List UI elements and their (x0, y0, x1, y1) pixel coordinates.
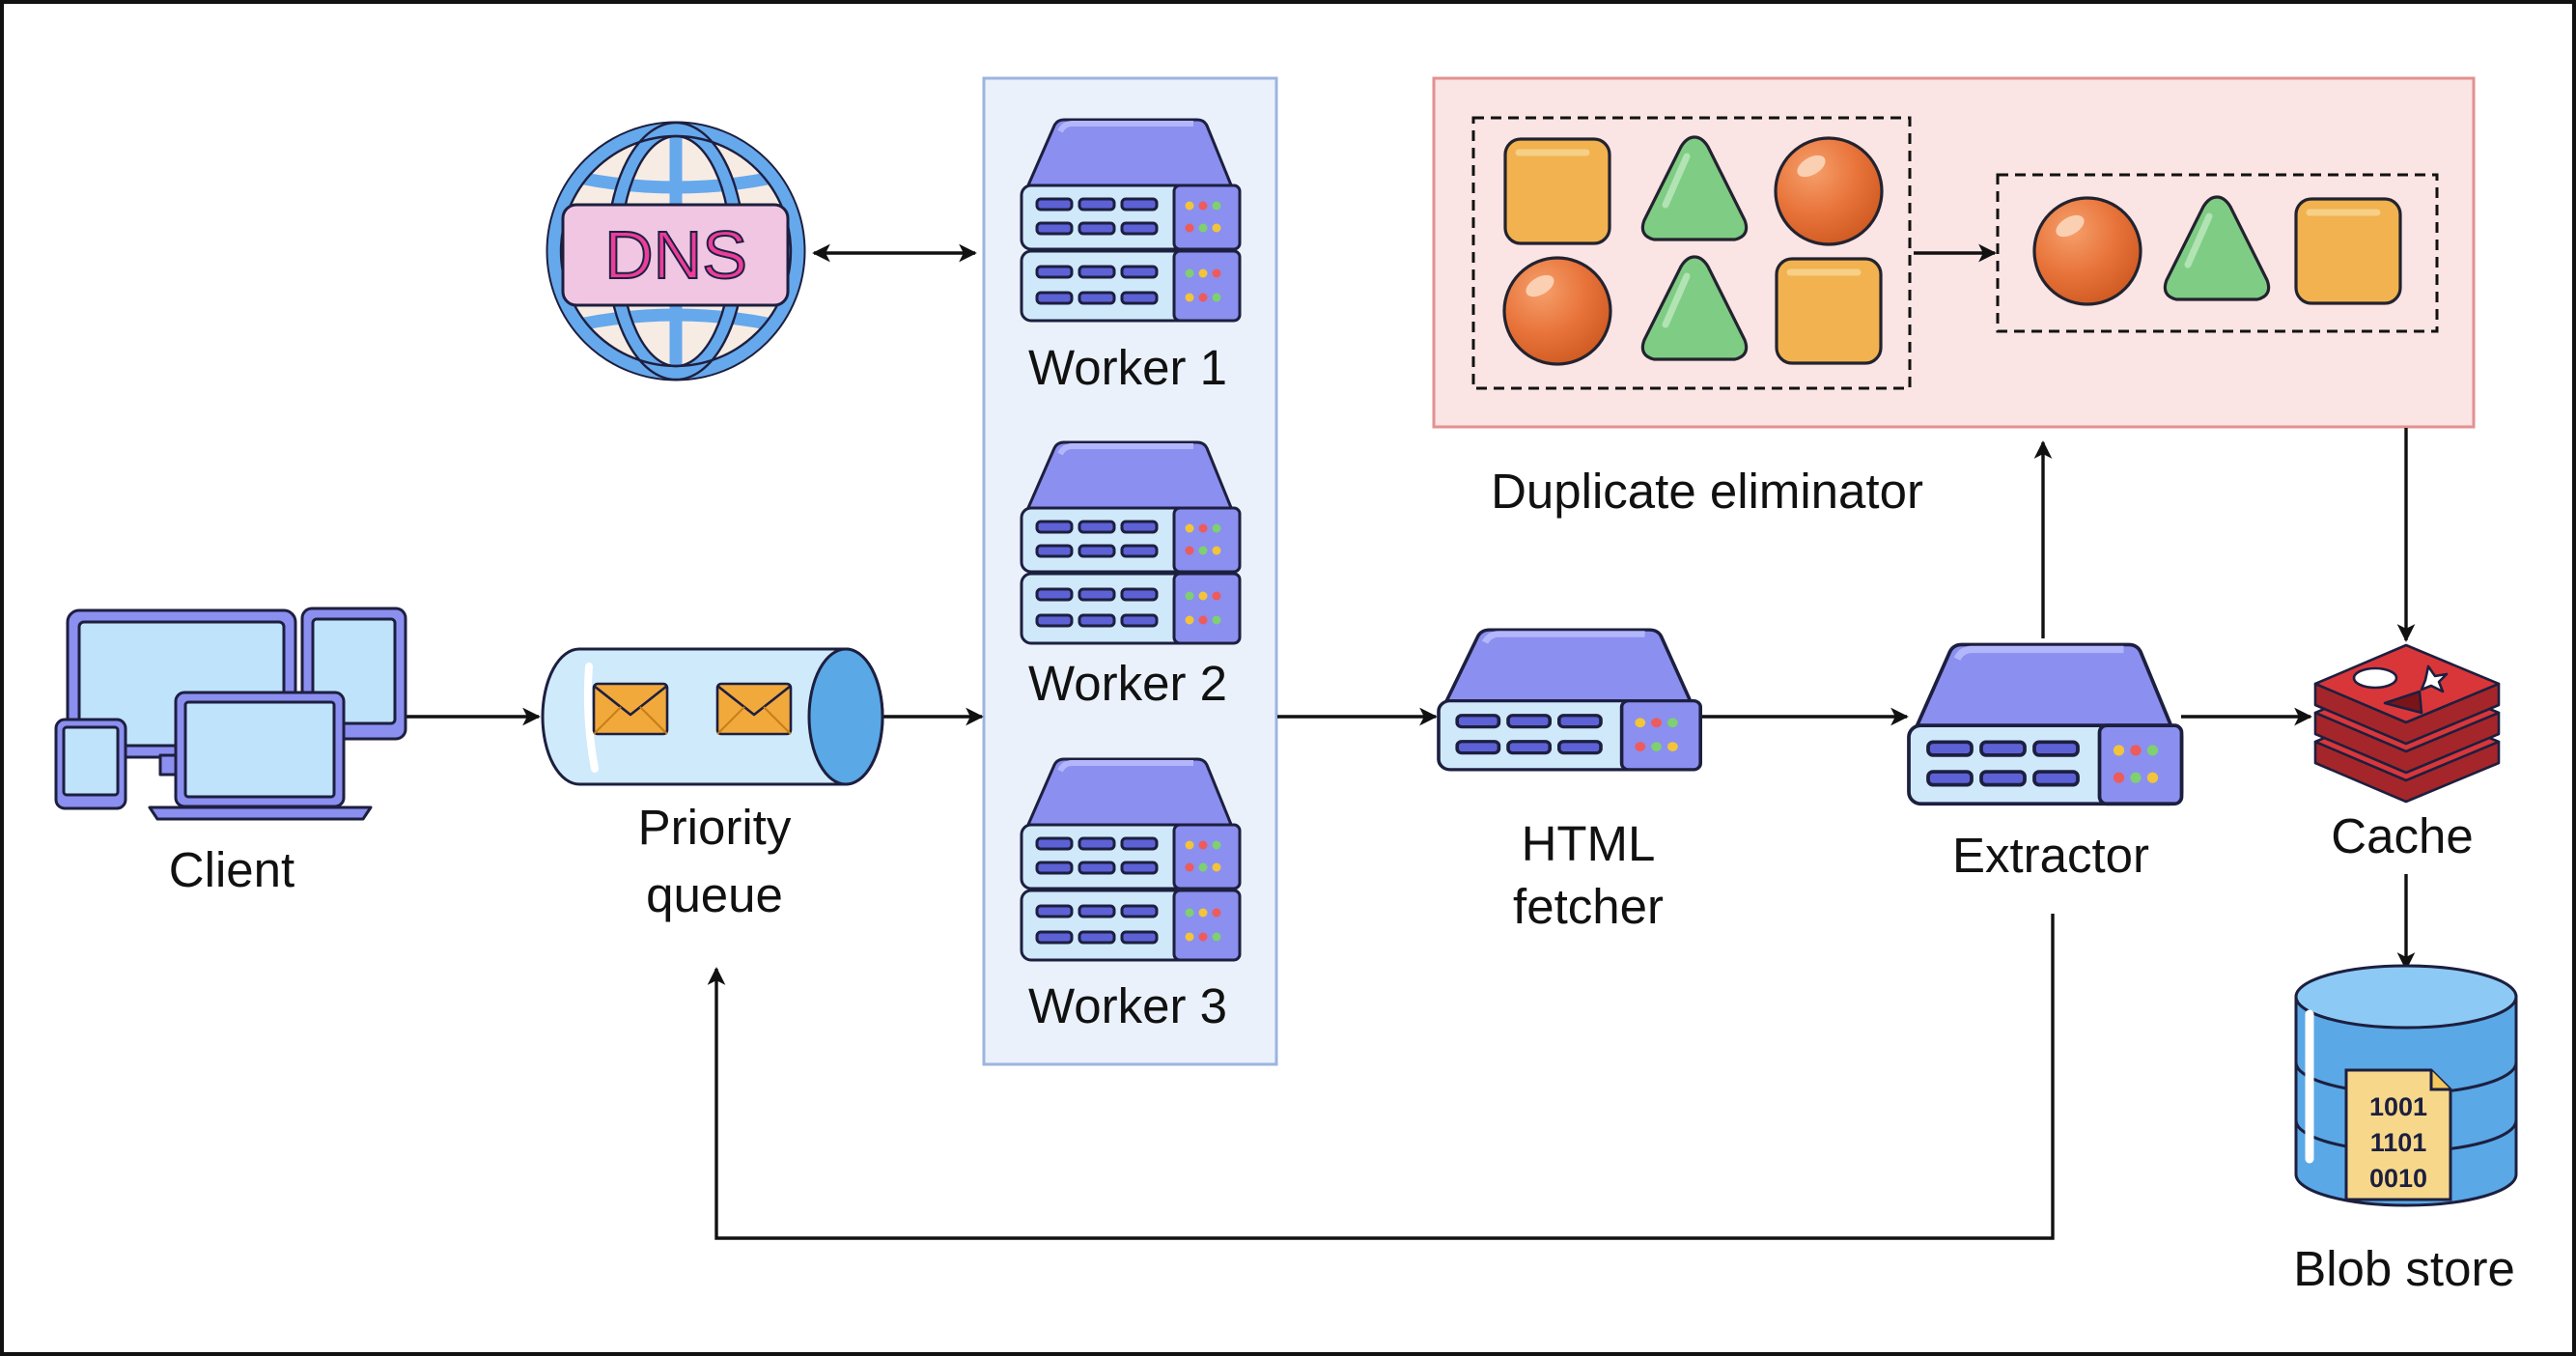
connectors (404, 243, 2416, 1240)
worker-2-label: Worker 2 (1028, 656, 1227, 711)
dns-globe-icon: DNS (546, 121, 806, 381)
worker-2-server-icon (1022, 442, 1240, 643)
html-fetcher-server-icon (1439, 630, 1700, 770)
red-circle-icon (1502, 256, 1612, 366)
red-circle-icon (1774, 136, 1884, 246)
client-label: Client (169, 842, 294, 897)
cache-redis-icon (2313, 643, 2501, 804)
envelope-icon (715, 682, 793, 736)
extractor-server-icon (1909, 644, 2182, 804)
worker-3-label: Worker 3 (1028, 978, 1227, 1033)
worker-1-label: Worker 1 (1028, 340, 1227, 395)
envelope-icon (592, 682, 669, 736)
html-fetcher-label-line1: HTML (1522, 816, 1656, 871)
orange-square-icon (2296, 199, 2400, 303)
dns-label: DNS (604, 217, 747, 293)
priority-queue-label-line2: queue (646, 867, 783, 922)
orange-square-icon (1505, 139, 1610, 243)
blob-store-label: Blob store (2293, 1241, 2515, 1296)
blob-bits-row-1: 1001 (2369, 1092, 2427, 1121)
cache-label: Cache (2331, 808, 2473, 863)
priority-queue-icon (541, 647, 884, 786)
duplicate-eliminator-label: Duplicate eliminator (1491, 464, 1923, 519)
orange-square-icon (1777, 259, 1881, 363)
html-fetcher-label-line2: fetcher (1513, 879, 1664, 934)
worker-3-server-icon (1022, 759, 1240, 960)
blob-store-database-icon: 1001 1101 0010 (2294, 964, 2518, 1207)
extractor-queue-feedback-arrow (707, 914, 2055, 1240)
worker-1-server-icon (1022, 120, 1240, 321)
blob-bits-row-2: 1101 (2370, 1128, 2427, 1157)
duplicate-eliminator-panel (1432, 76, 2476, 429)
blob-bits-row-3: 0010 (2369, 1164, 2427, 1193)
client-devices-icon (54, 607, 407, 821)
priority-queue-label-line1: Priority (638, 800, 792, 855)
red-circle-icon (2032, 196, 2142, 306)
extractor-label: Extractor (1952, 828, 2149, 883)
